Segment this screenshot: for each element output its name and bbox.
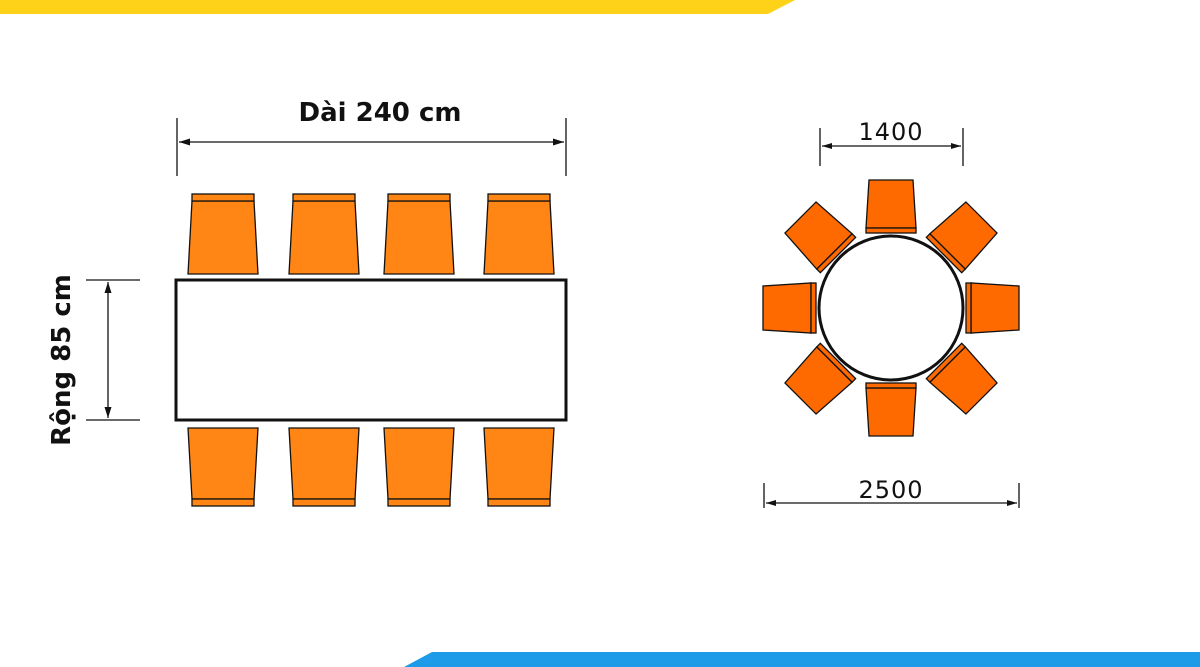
chair-rect-table	[483, 193, 555, 275]
round-table-overall-label: 2500	[858, 476, 923, 504]
chair-round-table	[762, 282, 817, 334]
chair-rect-table	[288, 193, 360, 275]
chair-rect-table	[483, 427, 555, 507]
rect-table-length-label: Dài 240 cm	[299, 98, 462, 128]
rect-table-length-dimension	[176, 118, 567, 176]
chair-rect-table	[187, 193, 259, 275]
rect-table-width-label: Rộng 85 cm	[47, 274, 77, 446]
bottom-accent-bar	[404, 652, 1200, 667]
rect-table-width-dimension	[86, 279, 140, 421]
chair-round-table	[925, 201, 998, 274]
round-table-top	[817, 234, 965, 382]
rect-table-chairs-top	[187, 193, 555, 275]
chair-rect-table	[288, 427, 360, 507]
chair-round-table	[925, 342, 998, 415]
chair-rect-table	[383, 427, 455, 507]
round-table-chairs	[762, 179, 1020, 437]
round-table-overall-dimension	[763, 483, 1020, 508]
rect-table-chairs-bottom	[187, 427, 555, 507]
chair-round-table	[865, 382, 917, 437]
top-accent-bar	[0, 0, 795, 14]
round-table-diameter-label: 1400	[858, 118, 923, 146]
chair-rect-table	[383, 193, 455, 275]
chair-round-table	[965, 282, 1020, 334]
chair-round-table	[784, 201, 857, 274]
chair-round-table	[865, 179, 917, 234]
round-table-diameter-dimension	[819, 128, 964, 166]
rect-table-top	[174, 278, 568, 422]
chair-rect-table	[187, 427, 259, 507]
chair-round-table	[784, 342, 857, 415]
